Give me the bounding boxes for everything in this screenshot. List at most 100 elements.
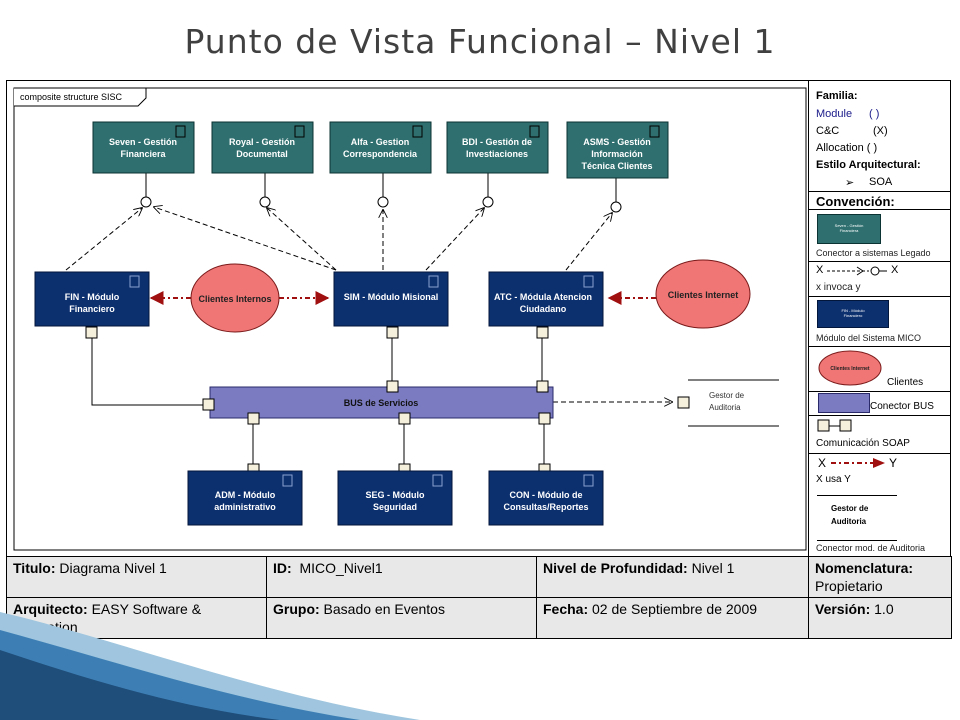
legacy-alfa[interactable]: Alfa - Gestion Correspondencia: [329, 121, 432, 174]
info-row-2: Arquitecto: EASY Software & Innovation G…: [6, 597, 952, 639]
module-adm[interactable]: ADM - Módulo administrativo: [187, 470, 303, 526]
module-seg[interactable]: SEG - Módulo Seguridad: [337, 470, 453, 526]
legacy-caption: Conector a sistemas Legado: [816, 248, 931, 258]
audit-manager[interactable]: Gestor de Auditoria: [709, 391, 745, 412]
cell-id: ID: MICO_Nivel1: [266, 556, 537, 598]
audit-line2: Auditoria: [709, 403, 741, 412]
cell-grupo: Grupo: Basado en Eventos: [266, 597, 537, 639]
module-fin-line2: Financiero: [69, 304, 115, 314]
usa-caption: X usa Y: [816, 474, 851, 485]
titulo-value: Diagrama Nivel 1: [59, 560, 167, 576]
module-atc[interactable]: ATC - Módula Atencion Ciudadano: [488, 271, 604, 327]
frame-tab: [14, 87, 147, 107]
legend-convencion: Convención:: [809, 191, 951, 210]
invoca-x2: X: [891, 264, 899, 276]
legacy-mini-box: Seven - Gestión Financiera: [817, 214, 881, 244]
family-allocation: Allocation ( ): [816, 142, 878, 154]
bus-label: BUS de Servicios: [344, 398, 419, 408]
version-value: 1.0: [874, 601, 894, 617]
legend-panel: Familia: Module ( ) C&C (X) Allocation (…: [808, 80, 951, 556]
client-internos[interactable]: Clientes Internos: [190, 263, 280, 333]
client-internos-label: Clientes Internos: [198, 294, 271, 304]
auditor-line2: Auditoria: [831, 517, 867, 526]
mico-mini-line2: Financiero: [843, 313, 863, 318]
family-cc: C&C: [816, 125, 840, 137]
interface-circles: [140, 196, 622, 213]
arq-label: Arquitecto:: [13, 601, 88, 617]
fecha-value: 02 de Septiembre de 2009: [592, 601, 758, 617]
client-mini-ellipse: Clientes Internet: [818, 350, 882, 386]
bus-mini-box: [818, 393, 870, 413]
page-title: Punto de Vista Funcional – Nivel 1: [184, 22, 776, 61]
legend-usa: X Y X usa Y: [809, 454, 951, 490]
bus-caption: Conector BUS: [870, 401, 934, 412]
family-module-mark: ( ): [869, 108, 880, 120]
legend-clientes: Clientes Internet Clientes: [809, 347, 951, 392]
id-value: MICO_Nivel1: [299, 560, 383, 576]
cell-nomenclatura: Nomenclatura:Propietario: [808, 556, 952, 598]
legacy-asms[interactable]: ASMS - Gestión Información Técnica Clien…: [566, 121, 669, 179]
auditor-line1: Gestor de: [831, 504, 869, 513]
usa-y: Y: [889, 456, 898, 470]
module-atc-line1: ATC - Módula Atencion: [494, 292, 592, 302]
legacy-royal[interactable]: Royal - Gestión Documental: [211, 121, 314, 174]
estilo-label: Estilo Arquitectural:: [816, 159, 921, 171]
module-atc-line2: Ciudadano: [520, 304, 567, 314]
legacy-bdi-line1: BDI - Gestión de: [462, 137, 532, 147]
architecture-diagram: composite structure SISC: [13, 87, 807, 551]
legacy-seven-line2: Financiera: [120, 149, 166, 159]
legend-soap: Comunicación SOAP: [809, 416, 951, 454]
family-cc-mark: (X): [873, 125, 888, 137]
solid-connectors: [91, 173, 779, 464]
auditor-bottom-line: [817, 540, 897, 541]
convencion-label: Convención:: [816, 194, 895, 209]
info-table: Titulo: Diagrama Nivel 1 ID: MICO_Nivel1…: [6, 556, 952, 639]
mico-mini-box: FIN - Módulo Financiero: [817, 300, 889, 328]
mico-modules-bottom: ADM - Módulo administrativo SEG - Módulo…: [187, 470, 604, 526]
usa-x: X: [818, 456, 827, 470]
decorative-swoosh: [0, 612, 420, 720]
legend-familia: Familia: Module ( ) C&C (X) Allocation (…: [809, 80, 951, 195]
legacy-alfa-line1: Alfa - Gestion: [351, 137, 410, 147]
module-sim[interactable]: SIM - Módulo Misional: [333, 271, 449, 327]
nomen-label: Nomenclatura:: [815, 560, 914, 576]
cell-fecha: Fecha: 02 de Septiembre de 2009: [536, 597, 809, 639]
invoca-caption: x invoca y: [816, 282, 861, 293]
legacy-royal-line1: Royal - Gestión: [229, 137, 295, 147]
clientes-caption: Clientes: [887, 377, 924, 388]
legend-mico: FIN - Módulo Financiero Módulo del Siste…: [809, 297, 951, 347]
nivel-value: Nivel 1: [691, 560, 735, 576]
legend-auditor: Gestor de Auditoria Conector mod. de Aud…: [809, 490, 951, 556]
invoca-connector-icon: [827, 266, 887, 276]
module-con-line1: CON - Módulo de: [510, 490, 583, 500]
soa-bullet-icon: ➢: [845, 177, 855, 189]
fecha-label: Fecha:: [543, 601, 589, 617]
mico-modules-mid: FIN - Módulo Financiero SIM - Módulo Mis…: [34, 271, 604, 327]
legend-legacy: Seven - Gestión Financiera Conector a si…: [809, 210, 951, 262]
module-con[interactable]: CON - Módulo de Consultas/Reportes: [488, 470, 604, 526]
service-bus[interactable]: BUS de Servicios: [209, 386, 554, 419]
module-fin-line1: FIN - Módulo: [65, 292, 120, 302]
grupo-value: Basado en Eventos: [323, 601, 445, 617]
soa-value: SOA: [869, 176, 893, 188]
auditor-top-line: [817, 495, 897, 496]
family-module: Module: [816, 108, 853, 120]
dependency-arrows: [65, 207, 672, 402]
legacy-mini-line2: Financiera: [839, 228, 859, 233]
ports: [85, 326, 690, 476]
legacy-seven[interactable]: Seven - Gestión Financiera: [92, 121, 195, 174]
client-internet[interactable]: Clientes Internet: [655, 259, 751, 329]
id-label: ID:: [273, 560, 292, 576]
legend-invoca: X X x invoca y: [809, 262, 951, 297]
legacy-components: Seven - Gestión Financiera Royal - Gesti…: [92, 121, 669, 179]
module-fin[interactable]: FIN - Módulo Financiero: [34, 271, 150, 327]
module-adm-line2: administrativo: [214, 502, 276, 512]
legacy-mini-line1: Seven - Gestión: [834, 223, 864, 228]
info-row-1: Titulo: Diagrama Nivel 1 ID: MICO_Nivel1…: [6, 556, 952, 598]
legend-bus: Conector BUS: [809, 392, 951, 416]
module-seg-line1: SEG - Módulo: [366, 490, 425, 500]
legacy-bdi[interactable]: BDI - Gestión de Investiaciones: [446, 121, 549, 174]
cell-titulo: Titulo: Diagrama Nivel 1: [6, 556, 267, 598]
mico-mini-line1: FIN - Módulo: [841, 308, 865, 313]
titulo-label: Titulo:: [13, 560, 56, 576]
